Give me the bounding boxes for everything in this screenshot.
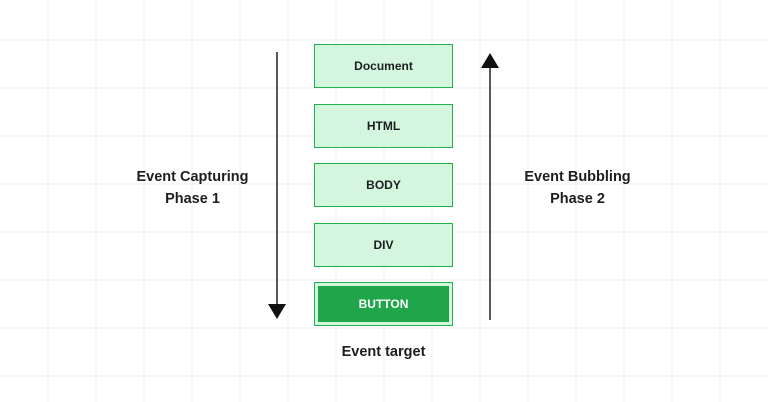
event-target-label: Event target [341,344,426,360]
bubbling-arrow [481,53,499,320]
button-node-label: BUTTON [358,297,409,311]
capturing-title: Event Capturing [136,169,249,185]
capturing-phase: Phase 1 [165,191,220,207]
body-node-label: BODY [366,178,401,192]
capturing-label: Event Capturing Phase 1 [120,166,265,210]
html-node-label: HTML [366,119,401,133]
bubbling-label: Event Bubbling Phase 2 [505,166,650,210]
document-node: Document [314,44,453,88]
button-node: BUTTON [314,282,453,326]
button-node-inner: BUTTON [318,286,449,322]
bubbling-title: Event Bubbling [524,169,631,185]
div-node-label: DIV [373,238,394,252]
capturing-arrow [268,52,286,319]
body-node: BODY [314,163,453,207]
html-node: HTML [314,104,453,148]
bubbling-phase: Phase 2 [550,191,605,207]
div-node: DIV [314,223,453,267]
document-node-label: Document [354,59,413,73]
